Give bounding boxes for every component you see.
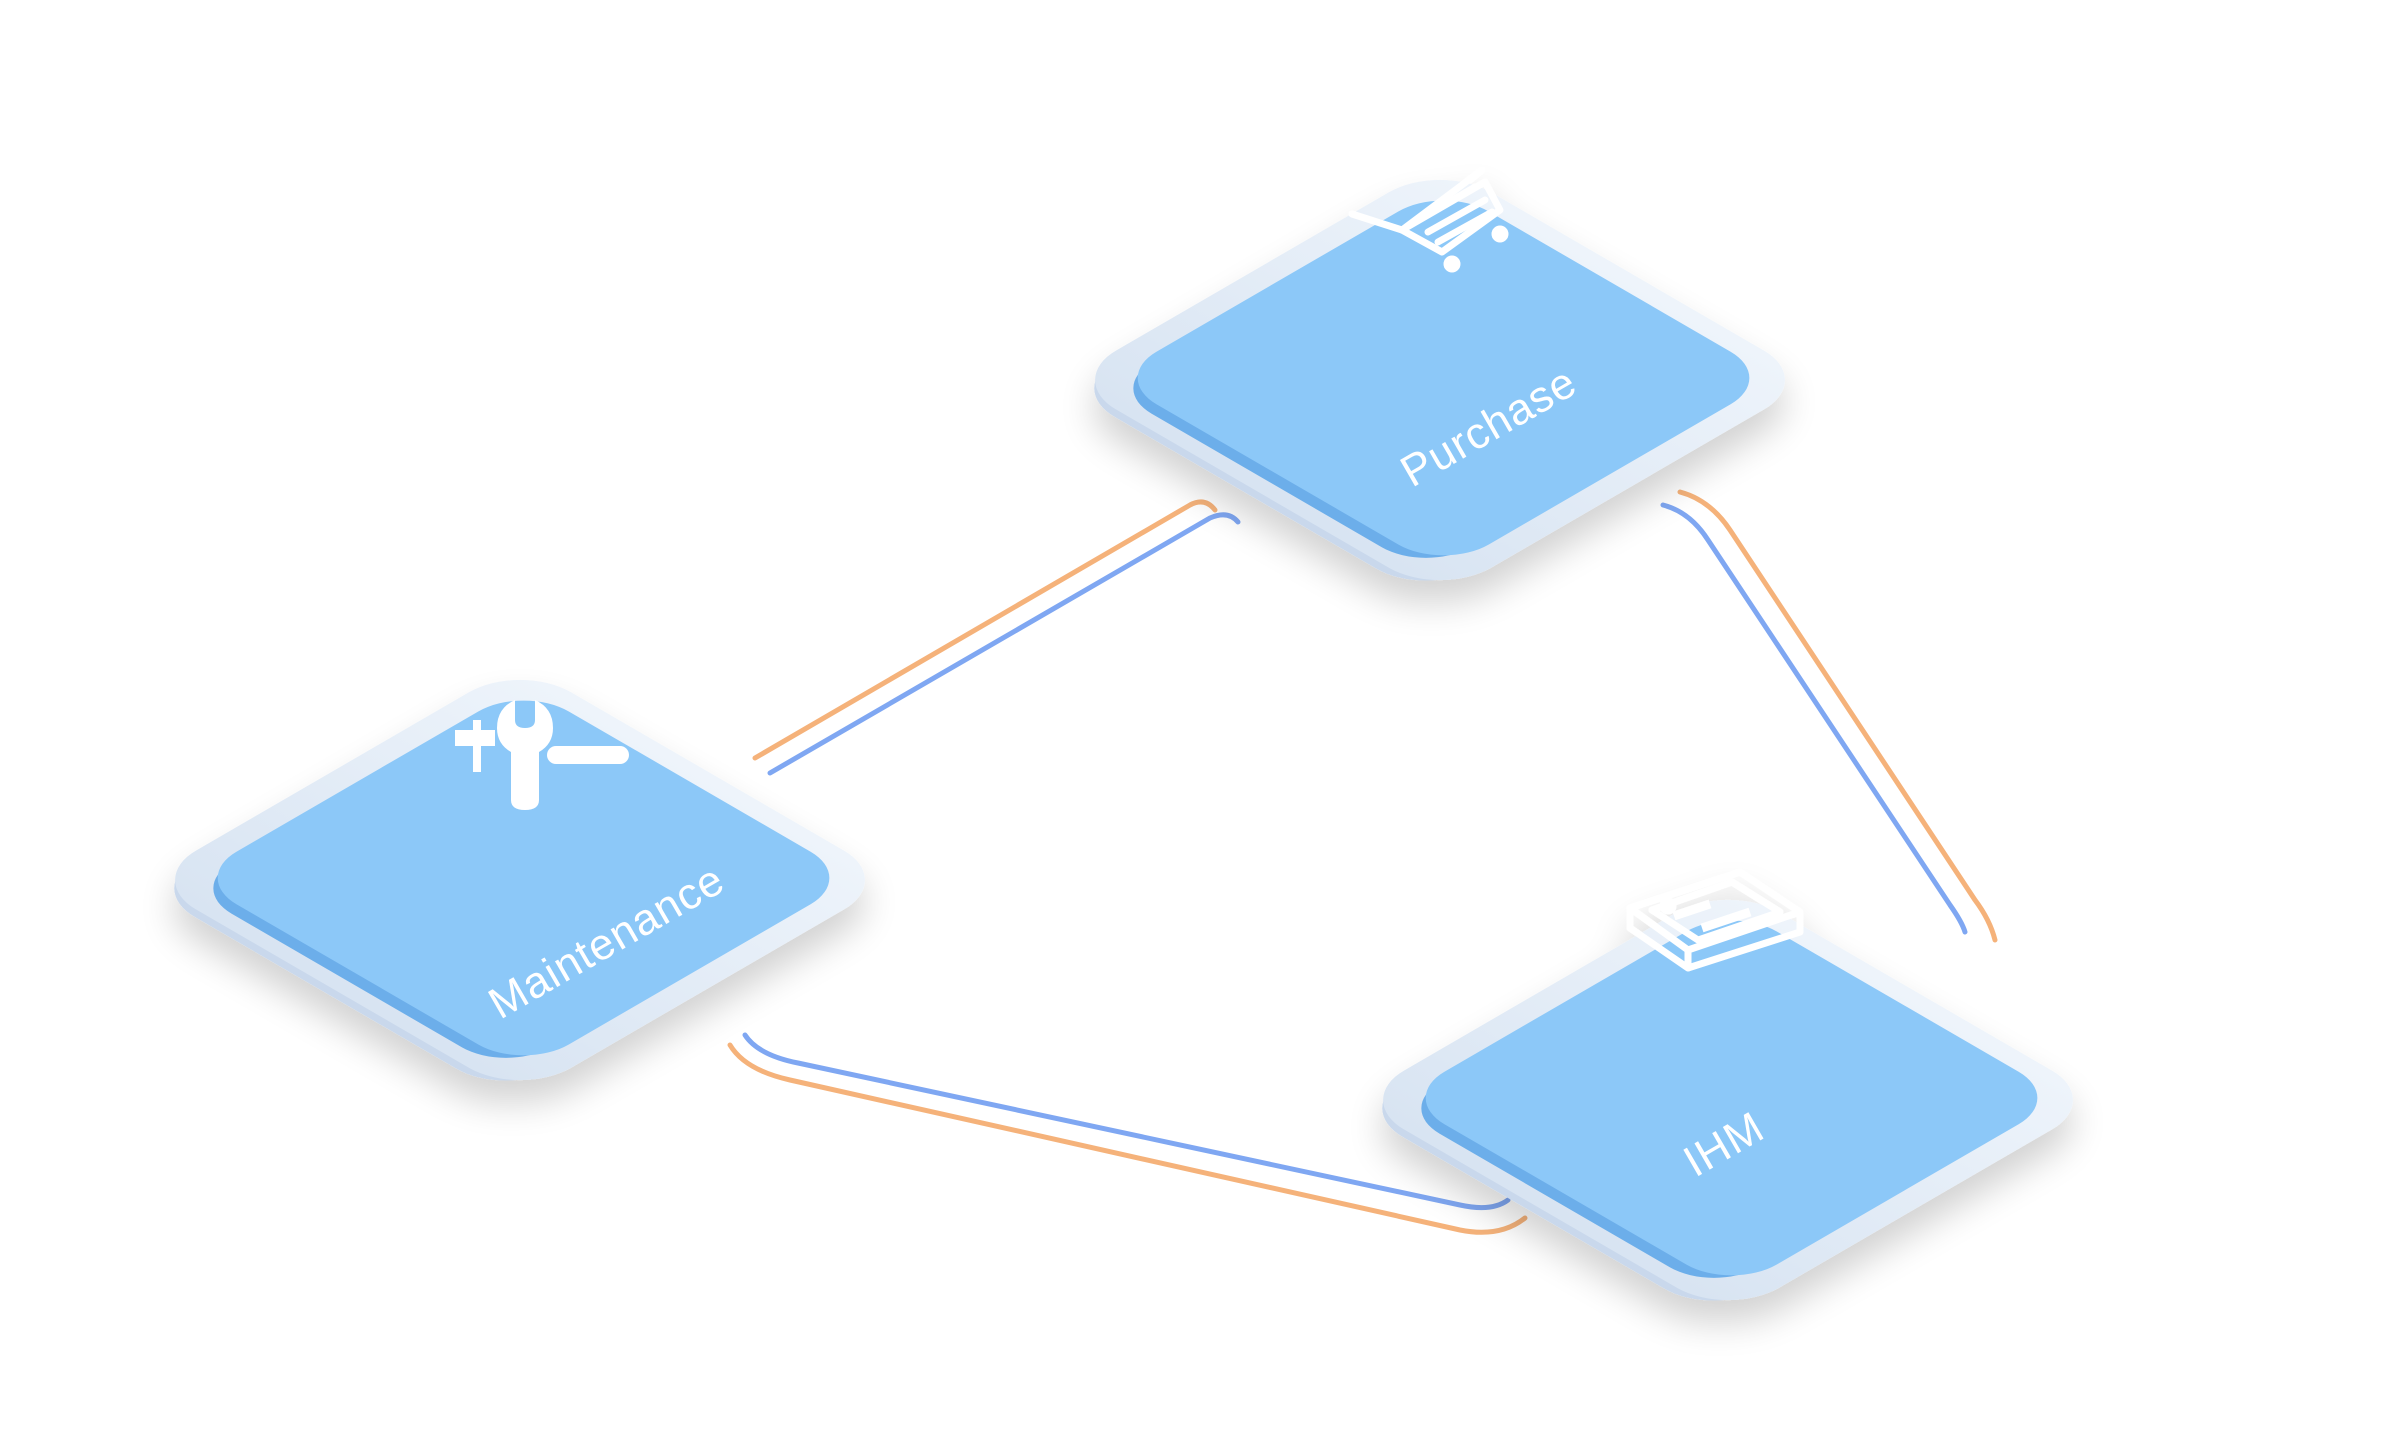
connections (727, 489, 1998, 1235)
node-maintenance[interactable]: Maintenance (138, 663, 895, 1102)
shopping-cart-icon (1348, 166, 1509, 273)
purchase-tile (1137, 200, 1750, 556)
ihm-tile (1425, 920, 2038, 1276)
node-purchase[interactable]: Purchase (1058, 163, 1815, 602)
control-panel-icon (1626, 868, 1804, 972)
wrench-screwdriver-icon (455, 700, 629, 810)
cable-maintenance-purchase (752, 499, 1241, 776)
maintenance-tile (217, 700, 830, 1056)
node-ihm[interactable]: IHM (1346, 868, 2103, 1321)
cable-purchase-ihm (1660, 489, 1998, 943)
cable-maintenance-ihm (727, 1032, 1528, 1235)
